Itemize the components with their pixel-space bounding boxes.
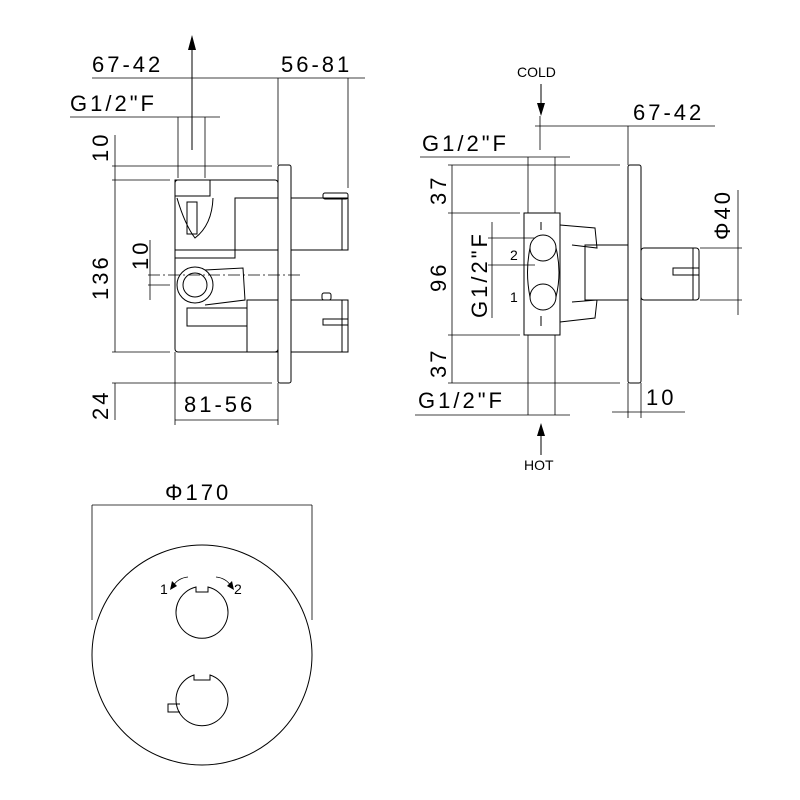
knob (640, 247, 700, 301)
wall-plate (627, 164, 642, 384)
position-1-label: 1 (160, 581, 168, 597)
dim-knob: 56-81 (281, 52, 352, 77)
position-2-label: 2 (234, 581, 242, 597)
dim-plate: 10 (646, 385, 676, 410)
dim-upper: 37 (426, 175, 451, 205)
dim-top: 10 (88, 132, 113, 162)
outlet-1-label: 1 (510, 289, 518, 305)
cover-plate (91, 544, 313, 766)
diverter-knob (290, 197, 349, 251)
cold-label: COLD (517, 64, 556, 80)
flow-arrow-icon (188, 35, 196, 50)
plate-view: Φ170 1 2 (91, 480, 313, 766)
dim-thread-side: G1/2"F (467, 231, 492, 318)
arrow-right-icon (227, 581, 234, 590)
arrow-left-icon (170, 581, 177, 590)
dim-plate-diameter: Φ170 (165, 480, 231, 505)
thermostat-handle (175, 674, 229, 727)
dim-depth: 67-42 (633, 100, 704, 125)
dim-thread-top: G1/2"F (422, 131, 509, 156)
dim-body: 81-56 (184, 392, 255, 417)
dim-depth-left: 67-42 (92, 52, 163, 77)
dim-knob-diameter: Φ40 (710, 189, 735, 240)
wall-plate (277, 164, 292, 384)
dim-thread: G1/2"F (70, 91, 157, 116)
dim-offset: 10 (128, 240, 153, 270)
diverter-handle (175, 586, 229, 639)
dim-height: 136 (88, 254, 113, 300)
outlet-2-label: 2 (510, 247, 518, 263)
dim-thread-bottom: G1/2"F (418, 388, 505, 413)
dim-lower: 37 (426, 348, 451, 378)
hot-label: HOT (524, 457, 554, 473)
dim-middle: 96 (426, 262, 451, 292)
dim-bottom: 24 (88, 390, 113, 420)
cold-arrow-icon (537, 103, 545, 116)
side-view: 67-42 56-81 G1/2"F 10 136 24 10 (70, 35, 365, 425)
hot-arrow-icon (537, 423, 545, 436)
front-section-view: COLD 67-42 G1/2"F 37 96 37 G1/2"F 2 1 (415, 64, 742, 473)
thermostat-knob (290, 299, 349, 353)
